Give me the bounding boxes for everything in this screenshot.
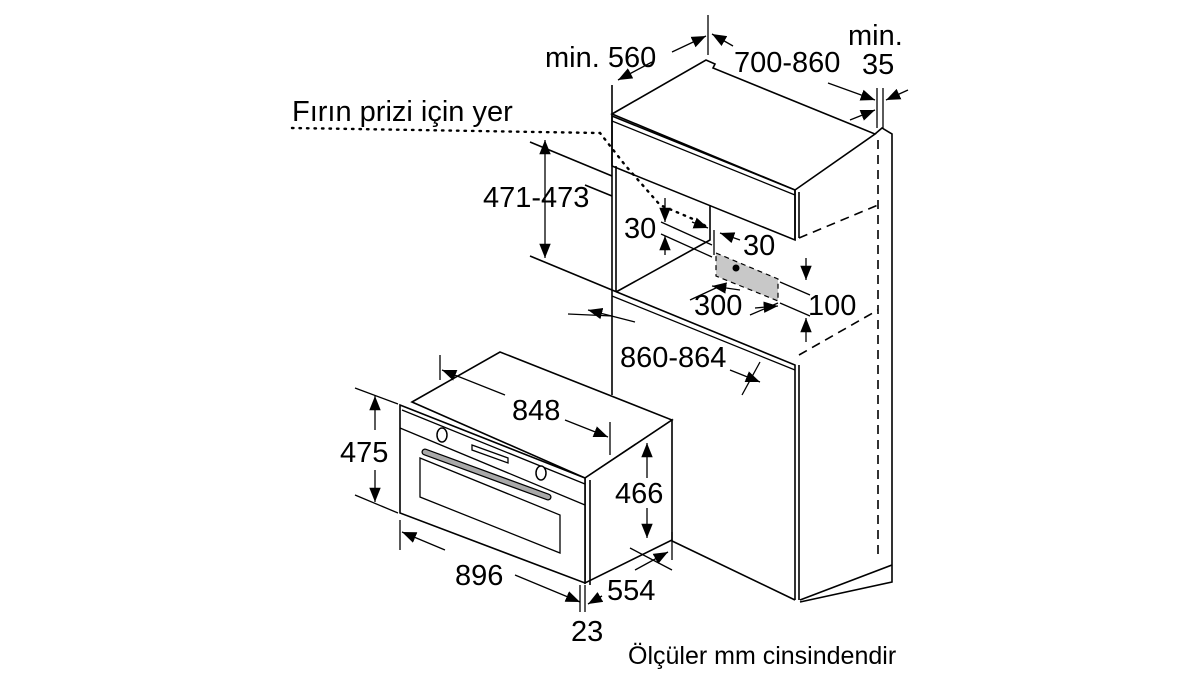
socket-height-label: 100 [808,290,856,322]
units-note: Ölçüler mm cinsindendir [628,642,896,670]
socket-width-label: 300 [694,290,742,322]
niche-width-label: 860-864 [620,342,726,374]
oven-body-height-label: 466 [615,478,663,510]
socket-side-label: 30 [743,230,775,262]
oven-front-height-label: 475 [340,437,388,469]
front-thickness-label: 23 [571,616,603,648]
oven-body-width-label: 848 [512,395,560,427]
cabinet-depth-label: min. 560 [545,42,656,74]
socket-area [290,126,779,302]
oven-dimensions [354,355,673,612]
cabinet-width-label: 700-860 [734,47,840,79]
cabinet-dimensions [539,15,909,396]
socket-place-label: Fırın prizi için yer [292,96,513,128]
oven [399,351,674,585]
oven-depth-label: 554 [607,575,655,607]
gap-value-label: 35 [862,49,894,81]
niche-height-label: 471-473 [483,182,589,214]
cabinet [529,59,893,603]
gap-min-label: min. [848,20,903,52]
oven-front-width-label: 896 [455,560,503,592]
socket-top-label: 30 [624,213,656,245]
